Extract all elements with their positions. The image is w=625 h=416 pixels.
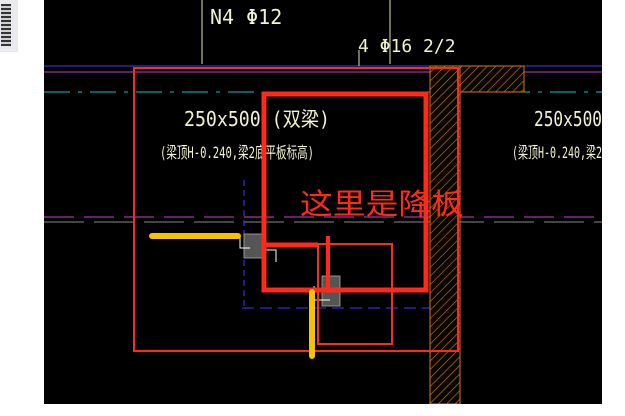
hatched-wall bbox=[429, 65, 461, 404]
markup-highlight-rect bbox=[261, 91, 429, 293]
page-margin bbox=[602, 0, 625, 416]
beam-note-left: (梁顶H-0.240,梁2底平板标高) bbox=[160, 143, 314, 162]
qr-code-icon bbox=[1, 4, 11, 46]
rebar-label: 4 Φ16 2/2 bbox=[358, 36, 456, 57]
rebar-label-top: N4 Φ12 bbox=[210, 5, 282, 29]
annotation-text: 这里是降板 bbox=[300, 187, 464, 221]
break-symbol bbox=[264, 249, 277, 262]
cad-drawing: N4 Φ12 4 Φ16 2/2 250x500 (双梁) (梁顶H-0.240… bbox=[44, 0, 602, 404]
beam-size-label-left: 250x500 (双梁) bbox=[184, 107, 330, 131]
markup-inner-rect bbox=[317, 243, 393, 345]
sidebar-strip bbox=[0, 0, 18, 52]
beam-size-label-right: 250x500 bbox=[534, 107, 602, 131]
column-block bbox=[243, 233, 263, 259]
cad-drawing-viewport[interactable]: N4 Φ12 4 Φ16 2/2 250x500 (双梁) (梁顶H-0.240… bbox=[44, 0, 602, 404]
beam-note-right: (梁顶H-0.240,梁2 bbox=[512, 143, 602, 162]
hatched-wall-cap bbox=[459, 65, 525, 93]
markup-outer-rect bbox=[133, 67, 459, 352]
